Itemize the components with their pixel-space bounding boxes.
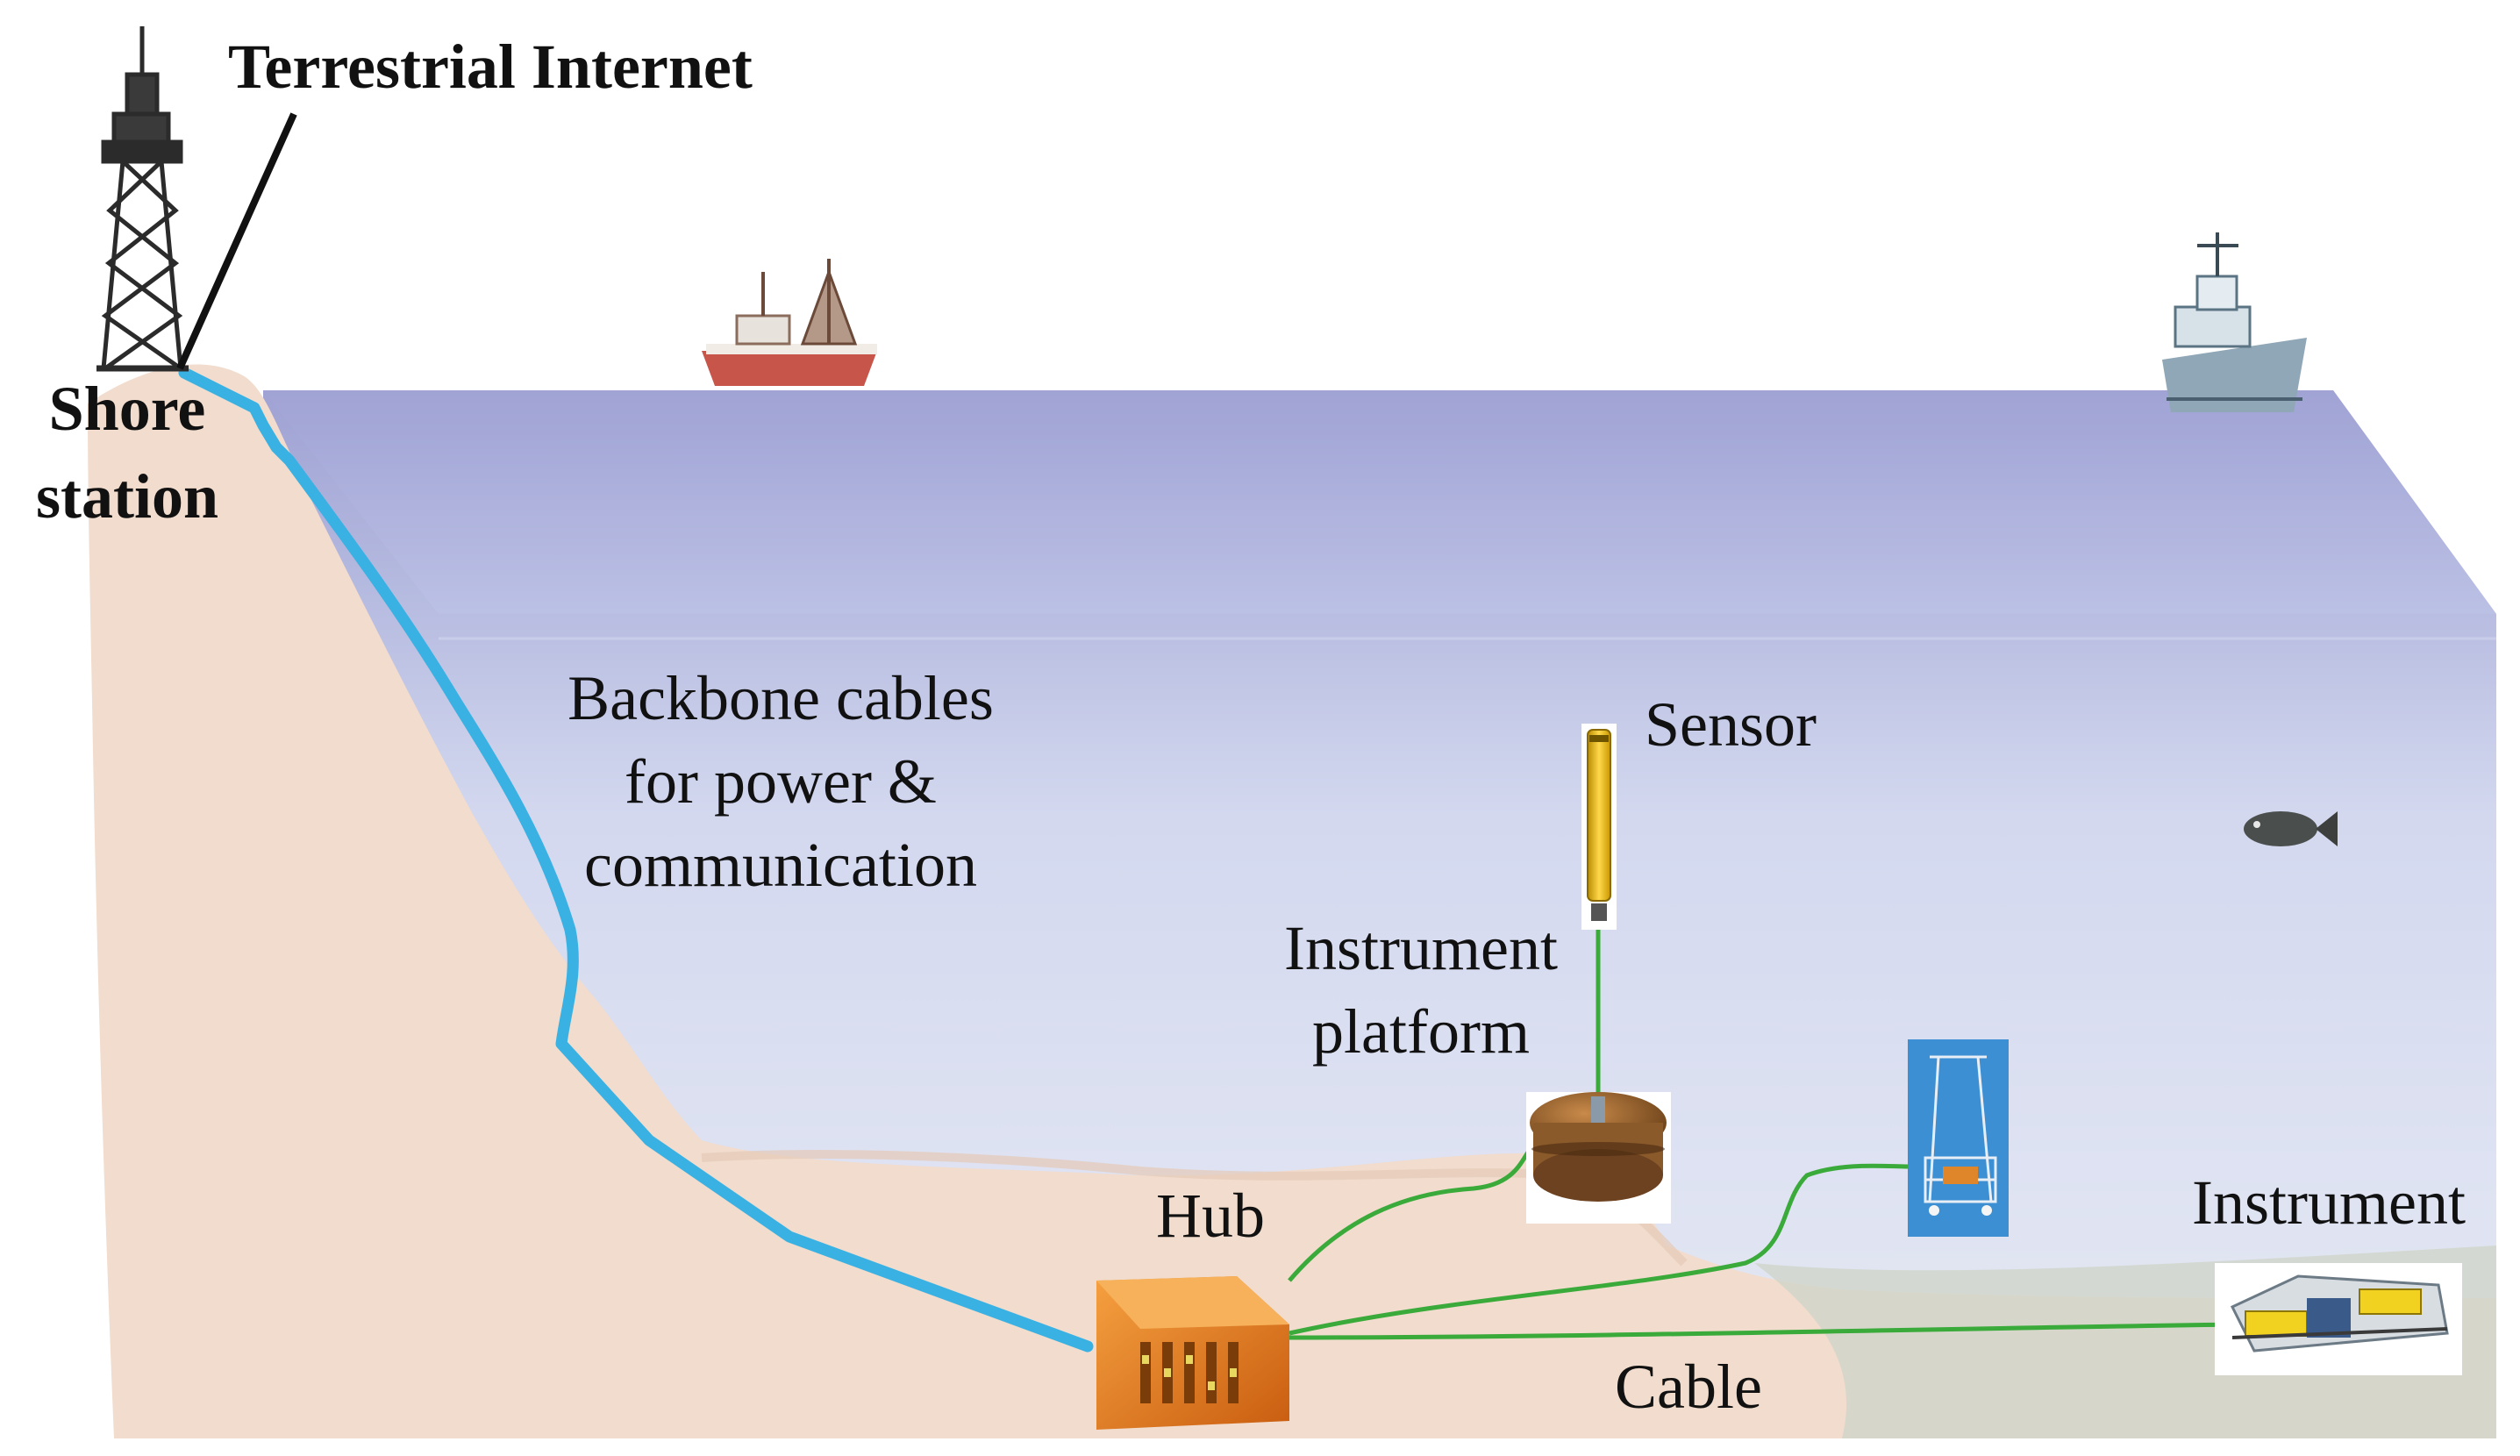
fishing-boat-icon bbox=[702, 259, 877, 386]
node-cables bbox=[1288, 930, 2238, 1340]
backbone-label-line3: communication bbox=[584, 830, 977, 900]
sensor-label: Sensor bbox=[1645, 689, 1817, 760]
seafloor-instrument-icon bbox=[2215, 1263, 2462, 1375]
fish-icon bbox=[2244, 811, 2338, 846]
shore-station-label-line2: station bbox=[36, 461, 218, 532]
frame-instrument-icon bbox=[1908, 1039, 2009, 1237]
research-ship-icon bbox=[2162, 232, 2307, 412]
ocean-top-face bbox=[263, 390, 2496, 614]
backbone-cable bbox=[178, 367, 1094, 1353]
hub-label: Hub bbox=[1156, 1181, 1265, 1251]
instrument-label: Instrument bbox=[2192, 1167, 2466, 1238]
cable-to-platform bbox=[1288, 1147, 1532, 1282]
shore-station-label-line1: Shore bbox=[49, 374, 206, 444]
backbone-label-line2: for power & bbox=[625, 746, 937, 817]
sensor-icon bbox=[1581, 724, 1617, 930]
hub-icon bbox=[1096, 1276, 1289, 1430]
instrument-platform-label-line1: Instrument bbox=[1284, 913, 1558, 983]
cable-label: Cable bbox=[1615, 1352, 1762, 1422]
instrument-platform-icon bbox=[1526, 1092, 1671, 1224]
terrestrial-internet-label: Terrestrial Internet bbox=[228, 32, 753, 102]
backbone-label-line1: Backbone cables bbox=[568, 663, 994, 733]
cable-to-instrument bbox=[1289, 1322, 2238, 1340]
radio-tower-icon bbox=[96, 26, 189, 372]
cable-to-frame bbox=[1289, 1163, 1909, 1336]
terrestrial-link-line bbox=[176, 112, 297, 370]
instrument-platform-label-line2: platform bbox=[1312, 996, 1530, 1067]
